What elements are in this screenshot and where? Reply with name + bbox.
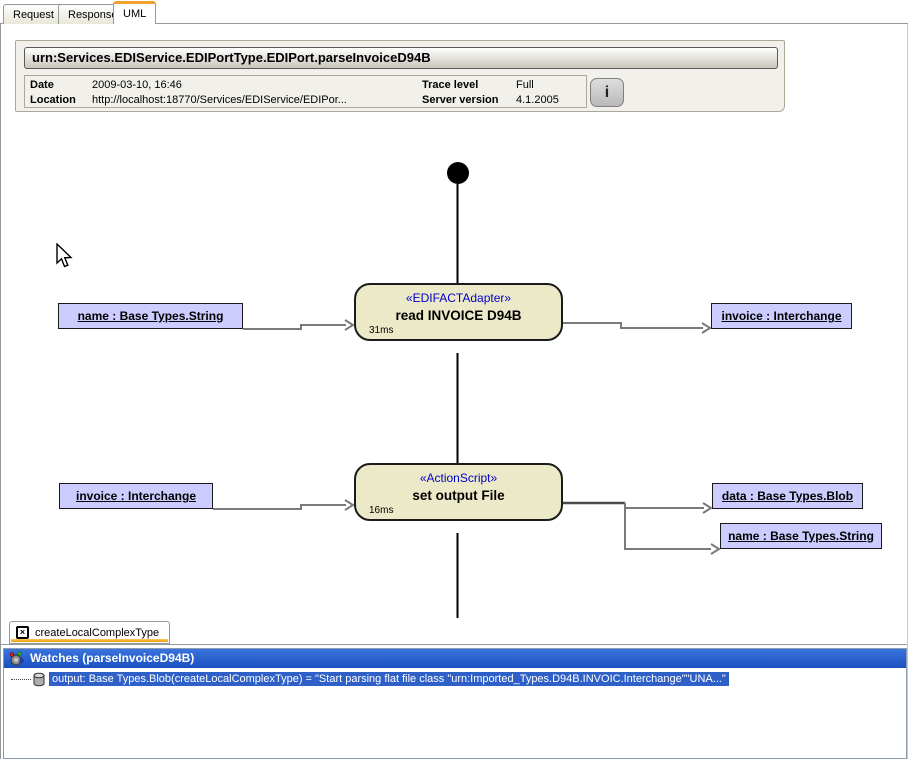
tab-uml-label: UML [123, 8, 147, 20]
param-invoice-output[interactable]: invoice : Interchange [711, 303, 852, 329]
active-tab-accent [11, 639, 169, 642]
watches-title: Watches (parseInvoiceD94B) [30, 651, 195, 665]
tab-uml[interactable]: UML [113, 1, 157, 24]
watches-titlebar: Watches (parseInvoiceD94B) [4, 649, 906, 668]
date-label: Date [30, 78, 54, 91]
param-data-output[interactable]: data : Base Types.Blob [712, 483, 863, 509]
close-icon[interactable]: × [16, 626, 29, 639]
activity-set-output-file[interactable]: «ActionScript» set output File 16ms [354, 463, 563, 521]
param-name-input[interactable]: name : Base Types.String [58, 303, 243, 329]
server-version-label: Server version [422, 93, 499, 106]
date-value: 2009-03-10, 16:46 [92, 78, 182, 91]
activity-name: read INVOICE D94B [395, 308, 522, 323]
location-value: http://localhost:18770/Services/EDIServi… [92, 93, 347, 106]
start-node-icon [447, 162, 469, 184]
trace-level-value: Full [516, 78, 534, 91]
tab-request-label: Request [13, 8, 54, 21]
operation-title: urn:Services.EDIService.EDIPortType.EDIP… [24, 47, 778, 69]
trace-level-label: Trace level [422, 78, 479, 91]
param-invoice-input[interactable]: invoice : Interchange [59, 483, 213, 509]
server-version-value: 4.1.2005 [516, 93, 559, 106]
activity-name: set output File [412, 488, 505, 503]
bottom-tab-bar: × createLocalComplexType [1, 618, 907, 645]
tabstrip-divider [0, 23, 908, 24]
bottom-tab-label: createLocalComplexType [35, 626, 160, 639]
trace-info-box: Date 2009-03-10, 16:46 Trace level Full … [24, 75, 587, 108]
watch-value: output: Base Types.Blob(createLocalCompl… [49, 672, 729, 686]
tab-response-label: Response [68, 8, 118, 21]
tab-createlocalcomplextype[interactable]: × createLocalComplexType [9, 621, 171, 644]
watches-panel: Watches (parseInvoiceD94B) output: Base … [3, 648, 907, 759]
location-label: Location [30, 93, 76, 106]
activity-duration: 16ms [369, 505, 394, 516]
variable-cylinder-icon [33, 672, 45, 686]
watches-icon [9, 651, 24, 666]
uml-trace-pane: urn:Services.EDIService.EDIPortType.EDIP… [0, 24, 908, 759]
info-button[interactable]: i [590, 78, 624, 107]
tab-response[interactable]: Response [58, 4, 128, 24]
trace-header-panel: urn:Services.EDIService.EDIPortType.EDIP… [15, 40, 785, 112]
top-tab-bar: Request Response UML [0, 0, 908, 24]
activity-read-invoice[interactable]: «EDIFACTAdapter» read INVOICE D94B 31ms [354, 283, 563, 341]
activity-stereotype: «EDIFACTAdapter» [405, 291, 512, 305]
tab-request[interactable]: Request [3, 4, 64, 24]
activity-stereotype: «ActionScript» [419, 471, 498, 485]
watch-row[interactable]: output: Base Types.Blob(createLocalCompl… [4, 671, 906, 687]
activity-duration: 31ms [369, 325, 394, 336]
tree-connector [11, 678, 31, 680]
param-name-output[interactable]: name : Base Types.String [720, 523, 882, 549]
